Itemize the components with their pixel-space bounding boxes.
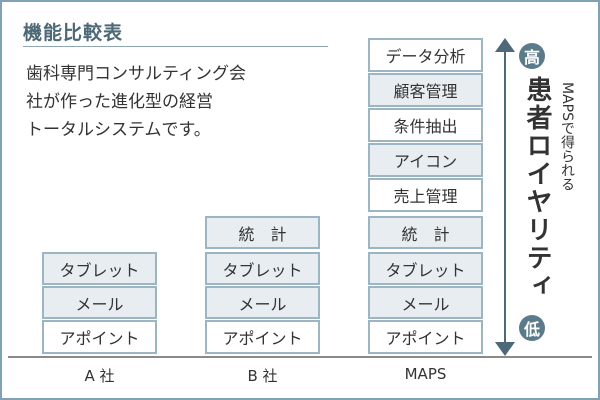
description: 歯科専門コンサルティング会 社が作った進化型の経営 トータルシステムです。: [26, 60, 246, 144]
high-badge: 高: [519, 43, 545, 69]
maps-cell-appointment: アポイント: [368, 320, 483, 354]
arrow-down-icon: [495, 342, 515, 356]
baseline: [8, 356, 592, 358]
scale-arrow-line: [504, 48, 506, 348]
loyalty-sublabel: MAPSで得られる: [559, 82, 575, 191]
loyalty-label: 患者ロイヤリティ: [522, 76, 552, 300]
maps-cell-data-analysis: データ分析: [368, 38, 483, 72]
a-cell-tablet: タブレット: [42, 252, 157, 285]
a-cell-mail: メール: [42, 286, 157, 319]
b-cell-appointment: アポイント: [205, 320, 320, 354]
maps-cell-tablet: タブレット: [368, 252, 483, 285]
arrow-up-icon: [495, 38, 515, 52]
title-underline: [23, 46, 328, 47]
b-cell-statistics: 統 計: [205, 216, 320, 249]
maps-cell-icon: アイコン: [368, 143, 483, 177]
b-cell-mail: メール: [205, 286, 320, 319]
description-line: 社が作った進化型の経営: [26, 92, 213, 112]
maps-cell-sales-management: 売上管理: [368, 178, 483, 212]
maps-cell-mail: メール: [368, 286, 483, 319]
description-line: 歯科専門コンサルティング会: [26, 64, 246, 84]
a-cell-appointment: アポイント: [42, 320, 157, 354]
maps-cell-customer-management: 顧客管理: [368, 73, 483, 107]
column-label-b: B 社: [247, 367, 278, 385]
description-line: トータルシステムです。: [26, 120, 211, 140]
low-badge: 低: [519, 315, 545, 341]
maps-cell-statistics: 統 計: [368, 216, 483, 249]
maps-cell-condition-extraction: 条件抽出: [368, 108, 483, 142]
b-cell-tablet: タブレット: [205, 252, 320, 285]
column-label-maps: MAPS: [404, 365, 447, 383]
column-label-a: A 社: [84, 367, 115, 385]
page-title: 機能比較表: [23, 22, 124, 44]
